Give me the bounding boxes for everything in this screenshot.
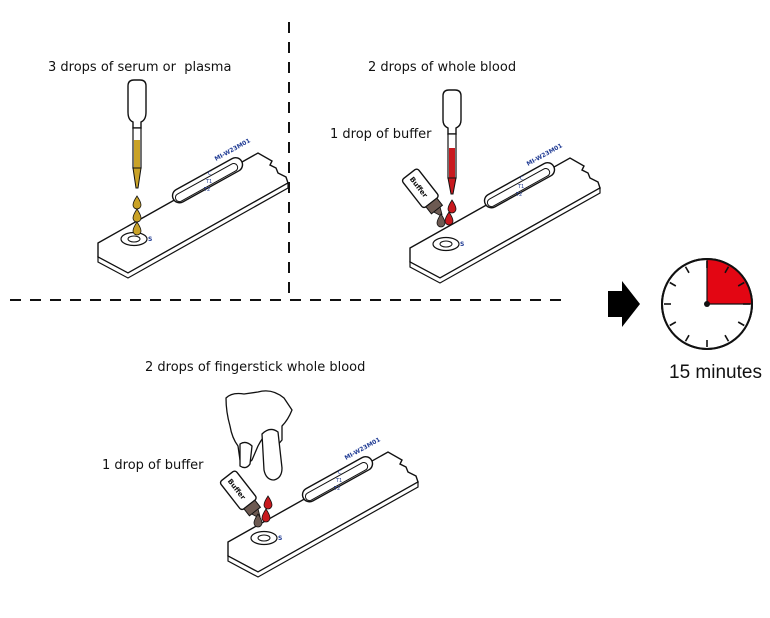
fingerstick-drops xyxy=(253,495,273,528)
hand-illustration xyxy=(225,390,293,481)
clock-ticks xyxy=(664,261,750,347)
clock-tick xyxy=(724,334,730,342)
whole-blood-mark-t2: T2 xyxy=(515,192,522,198)
whole-blood-sample-well-mark: S xyxy=(460,241,464,248)
whole-blood-instruction: 2 drops of whole blood xyxy=(368,60,517,75)
fingerstick-instruction: 2 drops of fingerstick whole blood xyxy=(145,360,366,375)
whole-blood-buffer-bottle: Buffer xyxy=(400,167,450,222)
fingerstick-sample-well-mark: S xyxy=(278,535,282,542)
serum-instruction: 3 drops of serum or plasma xyxy=(48,60,232,75)
whole-blood-buffer-instruction: 1 drop of buffer xyxy=(330,127,432,142)
serum-mark-t2: T2 xyxy=(203,187,210,193)
serum-cassette: MI-W23M01 S C T1 T2 xyxy=(97,137,289,279)
clock-tick xyxy=(669,321,677,327)
clock-tick xyxy=(737,321,745,327)
fingerstick-mark-c: C xyxy=(338,470,342,476)
timer-elapsed-sector xyxy=(707,259,752,304)
whole-blood-mark-t1: T1 xyxy=(517,184,524,190)
fingerstick-mark-t1: T1 xyxy=(335,478,342,484)
serum-sample-well-mark: S xyxy=(148,236,152,243)
clock-icon xyxy=(661,258,753,350)
serum-mark-t1: T1 xyxy=(205,179,212,185)
fingerstick-buffer-instruction: 1 drop of buffer xyxy=(102,458,204,473)
whole-blood-dropper xyxy=(442,89,462,195)
whole-blood-drops xyxy=(436,199,457,228)
clock-tick xyxy=(684,334,690,342)
whole-blood-mark-c: C xyxy=(520,176,524,182)
clock-tick xyxy=(724,266,730,274)
clock-tick xyxy=(669,281,677,287)
fingerstick-mark-t2: T2 xyxy=(333,486,340,492)
fingerstick-buffer-bottle: Buffer xyxy=(218,469,268,524)
serum-mark-c: C xyxy=(208,171,212,177)
serum-drops xyxy=(132,195,142,236)
clock-tick xyxy=(737,281,745,287)
right-arrow-icon xyxy=(608,281,640,327)
serum-dropper xyxy=(127,79,147,189)
clock-tick xyxy=(684,266,690,274)
timer-label: 15 minutes xyxy=(669,362,762,383)
